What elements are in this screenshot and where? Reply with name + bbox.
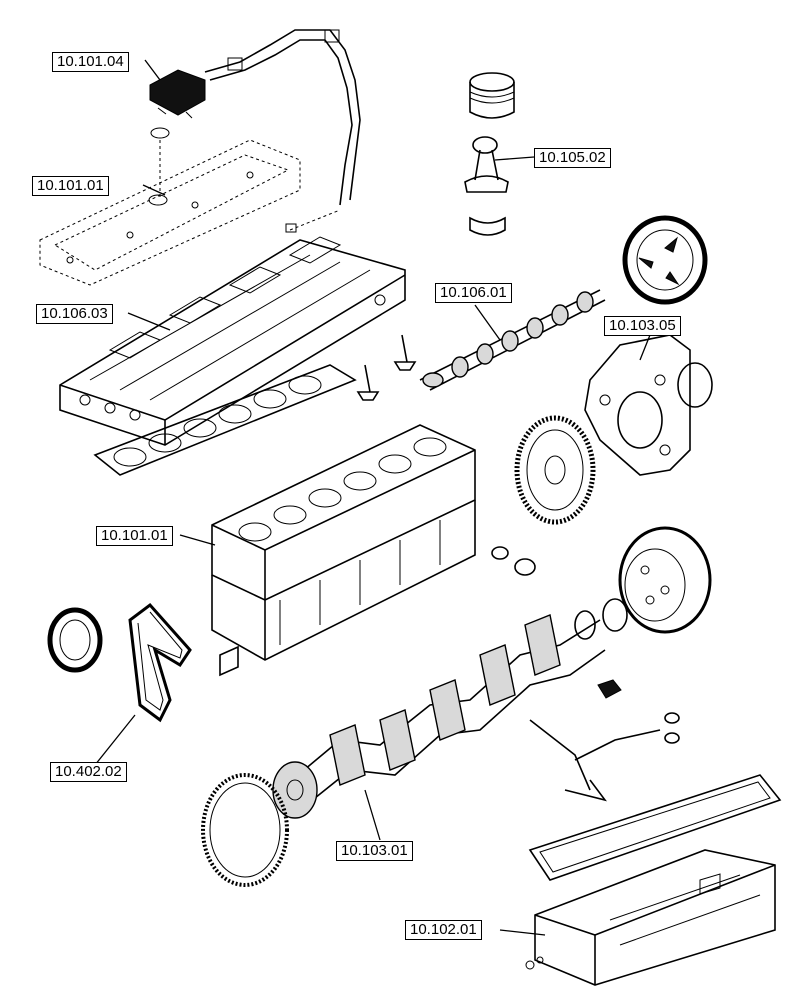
vibration-damper — [602, 526, 712, 634]
crankshaft — [272, 610, 606, 819]
oil-pan-gasket — [528, 774, 782, 881]
oil-separator — [149, 69, 206, 200]
poly-v-belt — [128, 602, 192, 723]
valve-cover — [39, 139, 301, 286]
label-flywheel-housing: 10.103.05 — [604, 316, 681, 336]
label-oil-separator: 10.101.04 — [52, 52, 129, 72]
breather-hose — [204, 29, 361, 233]
label-crankshaft: 10.103.01 — [336, 841, 413, 861]
label-camshaft: 10.106.01 — [435, 283, 512, 303]
ring-gear — [201, 773, 289, 887]
camshaft-gear — [622, 215, 708, 305]
engine-block — [211, 424, 476, 677]
head-gasket — [93, 364, 357, 476]
connecting-rod — [464, 136, 509, 236]
piston — [469, 72, 515, 119]
label-oil-pan: 10.102.01 — [405, 920, 482, 940]
label-valve-cover: 10.101.01 — [32, 176, 109, 196]
label-belt: 10.402.02 — [50, 762, 127, 782]
camshaft — [419, 289, 606, 391]
leader-lines — [94, 59, 651, 936]
front-seal — [47, 607, 103, 673]
cylinder-head — [59, 236, 406, 446]
bushings — [491, 546, 536, 576]
flywheel-housing — [584, 334, 713, 476]
oil-pickup-tube — [529, 679, 680, 802]
flywheel — [514, 415, 596, 525]
label-cylinder-head: 10.106.03 — [36, 304, 113, 324]
label-connecting-rod: 10.105.02 — [534, 148, 611, 168]
oil-pan — [525, 849, 776, 986]
valves — [356, 334, 417, 401]
label-engine-block: 10.101.01 — [96, 526, 173, 546]
